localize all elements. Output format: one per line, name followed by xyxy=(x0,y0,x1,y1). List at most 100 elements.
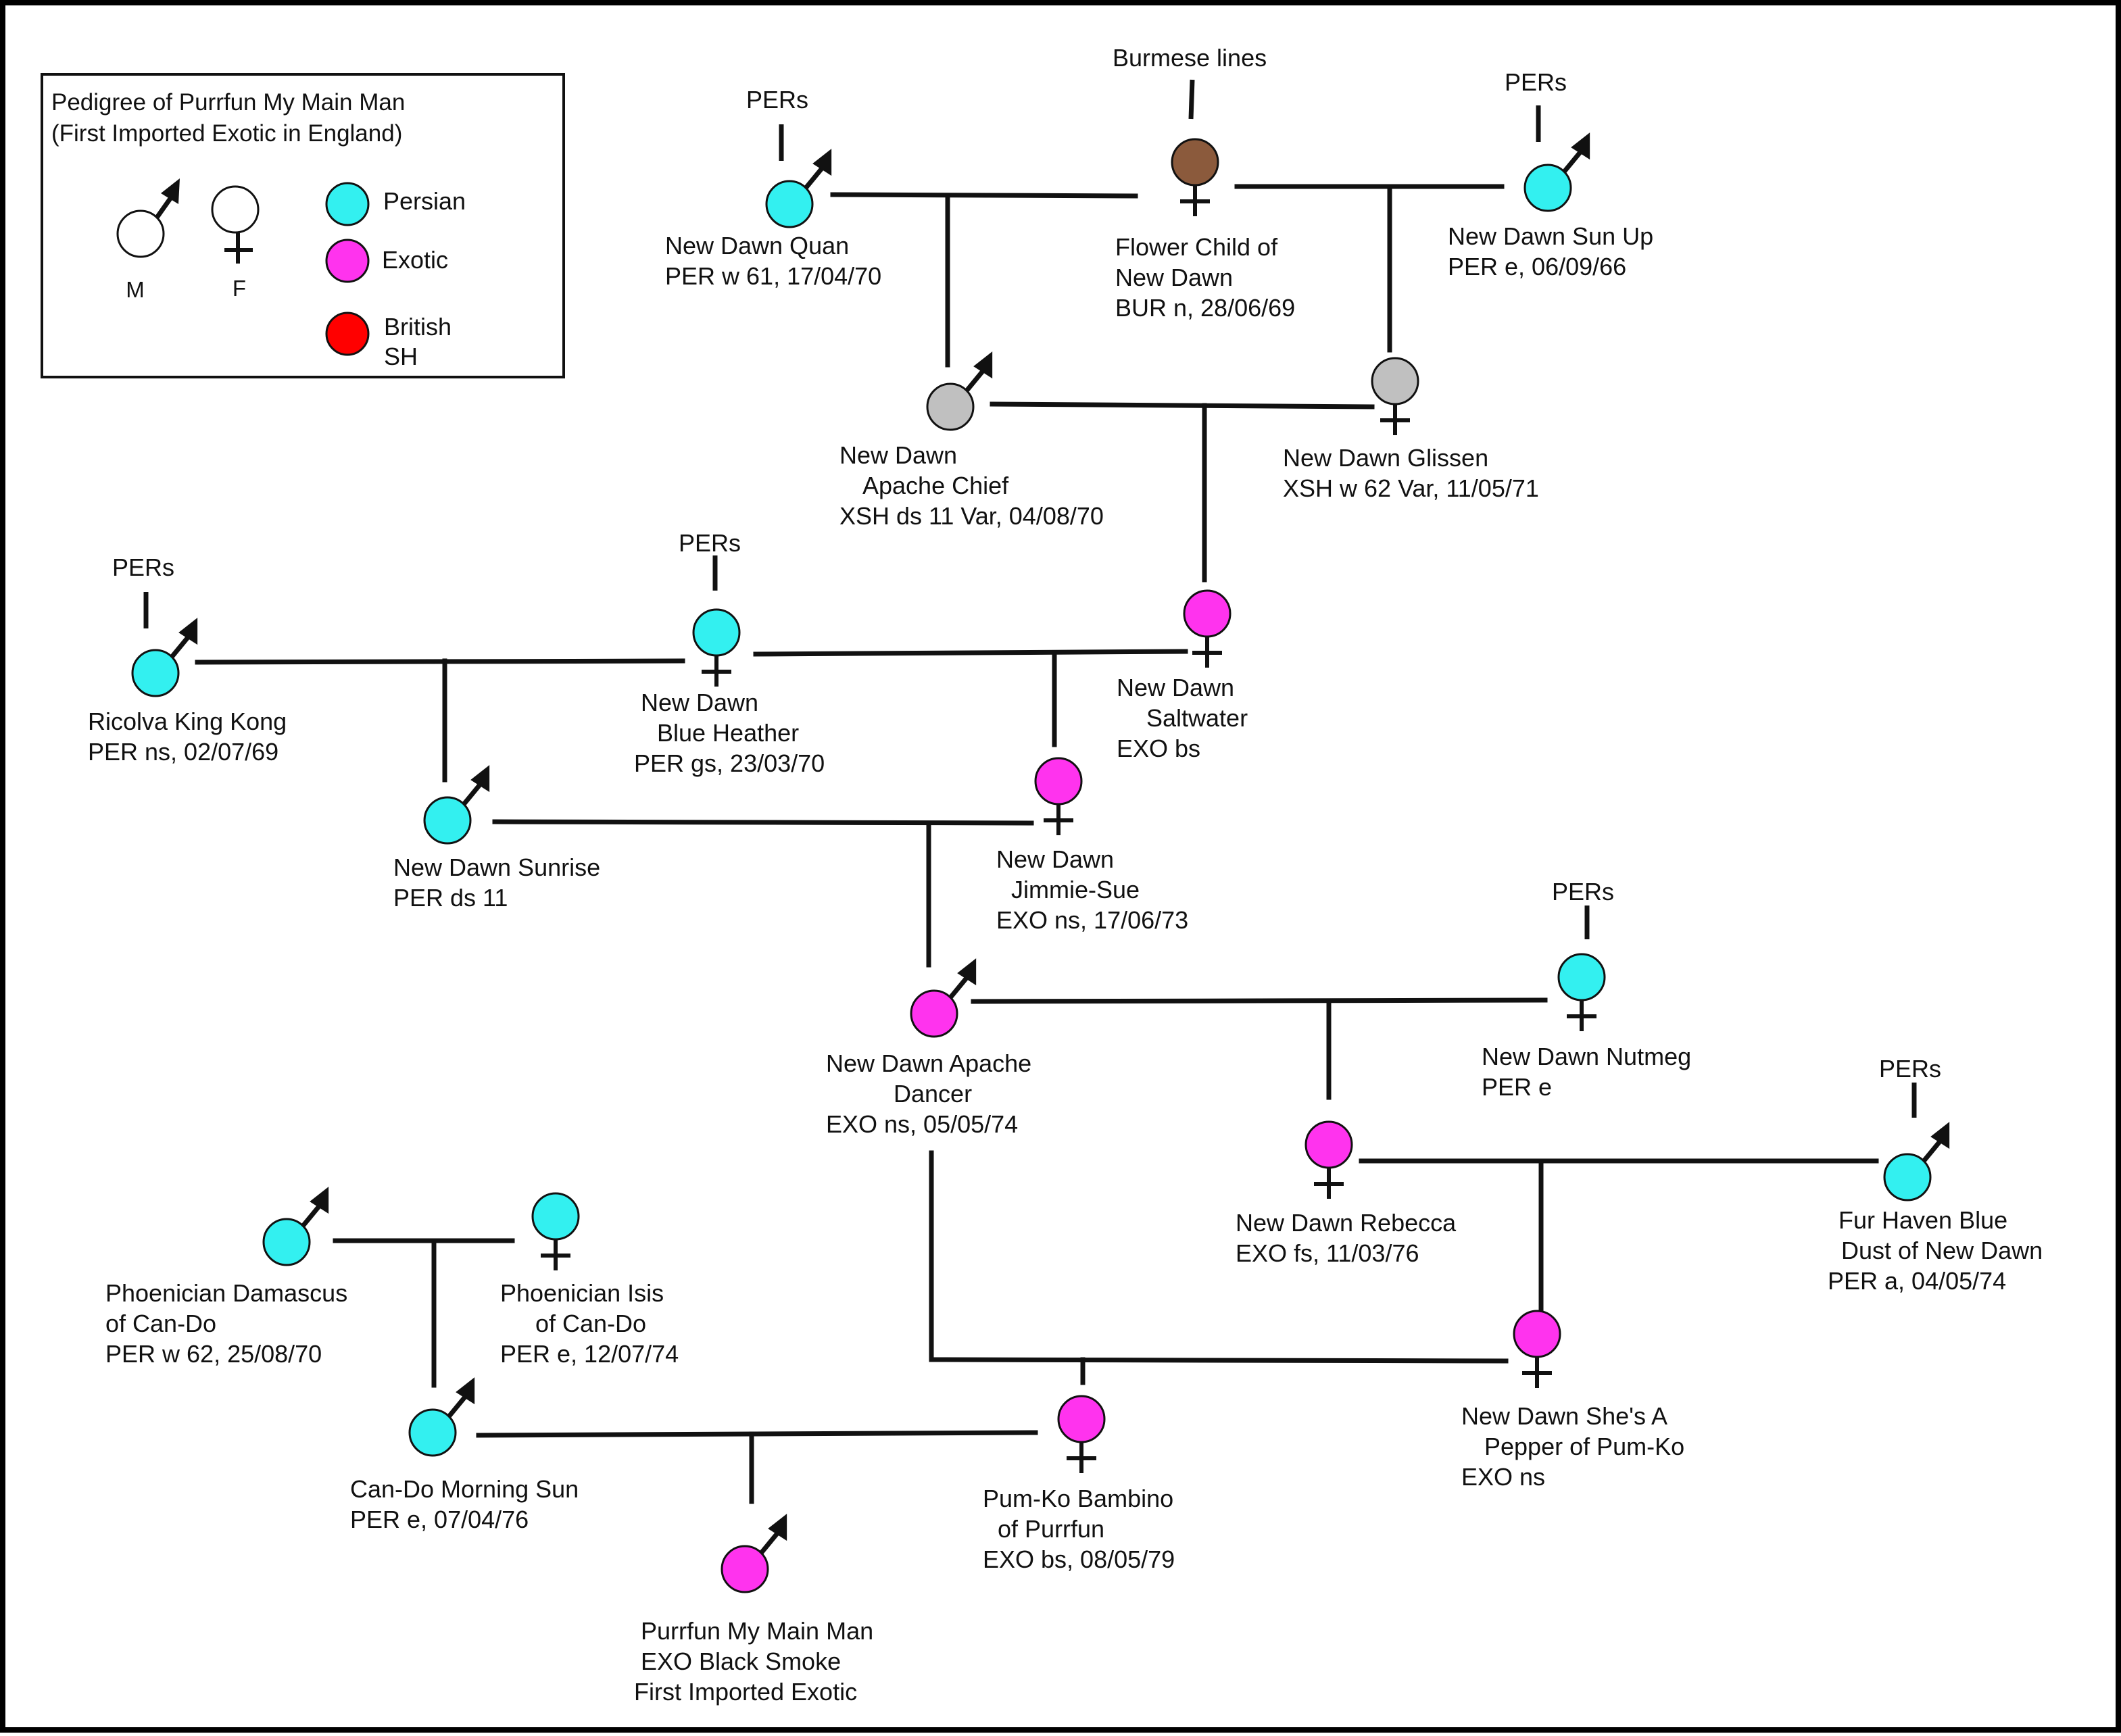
cat-circle-icon xyxy=(1171,138,1219,187)
male-arrow-head xyxy=(957,958,977,986)
cat-label-line: Apache Chief xyxy=(862,472,1009,499)
cat-label-line: XSH ds 11 Var, 04/08/70 xyxy=(839,502,1104,530)
male-arrow-head xyxy=(1571,132,1590,160)
connector-lines xyxy=(195,184,1879,1504)
cat-label-line: Fur Haven Blue xyxy=(1838,1206,2007,1234)
cat-label-line: New Dawn Sunrise xyxy=(393,853,600,881)
cat-label-line: New Dawn xyxy=(839,441,957,469)
cat-circle-icon xyxy=(910,989,958,1038)
cat-label-line: PER gs, 23/03/70 xyxy=(634,749,825,777)
cat-label-line: New Dawn xyxy=(641,689,758,716)
mating-line-blueheather-saltwater xyxy=(753,649,1188,657)
cat-circle-icon xyxy=(262,1218,311,1266)
cat-circle-icon xyxy=(131,649,180,697)
cat-label-line: PER e, 07/04/76 xyxy=(350,1506,529,1533)
legend-british-label-2: SH xyxy=(384,343,418,370)
mating-line-sunrise-jimmiesue xyxy=(492,819,1034,826)
cat-label-line: of Purrfun xyxy=(998,1515,1104,1543)
ancestry-note-sunup: PERs xyxy=(1505,68,1567,96)
cat-label-line: Can-Do Morning Sun xyxy=(350,1475,579,1503)
ancestry-note-flower: Burmese lines xyxy=(1113,44,1267,72)
cat-label-line: New Dawn Glissen xyxy=(1283,444,1488,472)
cat-label-line: EXO Black Smoke xyxy=(641,1647,841,1675)
male-arrow-head xyxy=(973,351,993,379)
cat-circle-icon xyxy=(1883,1153,1932,1201)
cat-circle-icon xyxy=(692,608,741,657)
male-symbol-icon xyxy=(116,209,165,258)
cat-label-line: New Dawn xyxy=(996,845,1114,873)
cat-circle-icon xyxy=(1513,1310,1561,1358)
cat-circle-icon xyxy=(408,1408,457,1457)
cat-label-line: PER w 61, 17/04/70 xyxy=(665,262,881,290)
cat-label-line: Dancer xyxy=(894,1080,972,1108)
male-arrow-head xyxy=(178,618,198,645)
male-arrow-head xyxy=(310,1187,329,1214)
cat-label-line: EXO ns, 05/05/74 xyxy=(826,1110,1018,1138)
mating-line-apachedancer-shesapepper xyxy=(929,1150,1509,1364)
cat-label-line: PER w 62, 25/08/70 xyxy=(105,1340,322,1368)
cat-label-line: New Dawn Apache xyxy=(826,1049,1031,1077)
cat-label-line: of Can-Do xyxy=(105,1310,216,1337)
male-arrow-head xyxy=(161,178,180,204)
ancestry-note-kingkong: PERs xyxy=(112,553,174,581)
cat-circle-icon xyxy=(1523,164,1572,212)
cat-label-line: Jimmie-Sue xyxy=(1011,876,1140,903)
cat-label-line: EXO bs, 08/05/79 xyxy=(983,1545,1175,1573)
cat-label-line: First Imported Exotic xyxy=(634,1678,857,1706)
ancestry-note-blueheather: PERs xyxy=(679,529,741,557)
cat-label-line: New Dawn She's A xyxy=(1461,1402,1667,1430)
ancestry-tick-flower xyxy=(1188,79,1195,120)
cat-circle-icon xyxy=(531,1192,580,1241)
cat-label-line: XSH w 62 Var, 11/05/71 xyxy=(1283,474,1539,502)
ancestry-ticks xyxy=(143,79,1917,1118)
mating-line-apachedancer-nutmeg xyxy=(971,997,1548,1004)
male-arrow-head xyxy=(470,765,490,793)
cat-label-line: Dust of New Dawn xyxy=(1841,1237,2043,1264)
cat-label-line: New Dawn xyxy=(1117,674,1234,701)
legend: Pedigree of Purrfun My Main Man (First I… xyxy=(41,73,565,378)
persian-swatch-icon xyxy=(325,182,370,226)
legend-persian-label: Persian xyxy=(383,187,466,215)
cat-label-line: EXO ns, 17/06/73 xyxy=(996,906,1188,934)
cat-circle-icon xyxy=(1034,757,1083,805)
cat-circle-icon xyxy=(1057,1395,1106,1443)
cat-label-line: PER ns, 02/07/69 xyxy=(88,738,278,766)
british-sh-swatch-icon xyxy=(325,312,370,356)
ancestry-note-furhaven: PERs xyxy=(1879,1055,1941,1083)
cat-label-line: New Dawn Rebecca xyxy=(1236,1209,1457,1237)
cat-label-line: New Dawn Quan xyxy=(665,232,849,259)
legend-british-label: British xyxy=(384,313,452,341)
cat-label-line: Flower Child of xyxy=(1115,233,1278,261)
cat-label-line: EXO bs xyxy=(1117,735,1200,762)
cat-label-line: New Dawn xyxy=(1115,264,1233,291)
cat-label-line: of Can-Do xyxy=(535,1310,646,1337)
cat-circle-icon xyxy=(765,180,814,228)
ancestry-note-nutmeg: PERs xyxy=(1552,878,1614,906)
cat-label-line: Phoenician Damascus xyxy=(105,1279,347,1307)
cat-circle-icon xyxy=(721,1545,769,1593)
mating-line-apachechief-glissen xyxy=(990,401,1375,410)
cat-label-line: PER e, 06/09/66 xyxy=(1448,253,1626,280)
mating-line-morningsun-bambino xyxy=(476,1430,1038,1438)
cat-circle-icon xyxy=(1557,953,1606,1001)
cat-label-line: Ricolva King Kong xyxy=(88,708,287,735)
cat-circle-icon xyxy=(1183,589,1232,638)
mating-line-quan-flower xyxy=(830,192,1138,199)
legend-subtitle: (First Imported Exotic in England) xyxy=(51,120,402,147)
cat-label-line: PER a, 04/05/74 xyxy=(1828,1267,2006,1295)
